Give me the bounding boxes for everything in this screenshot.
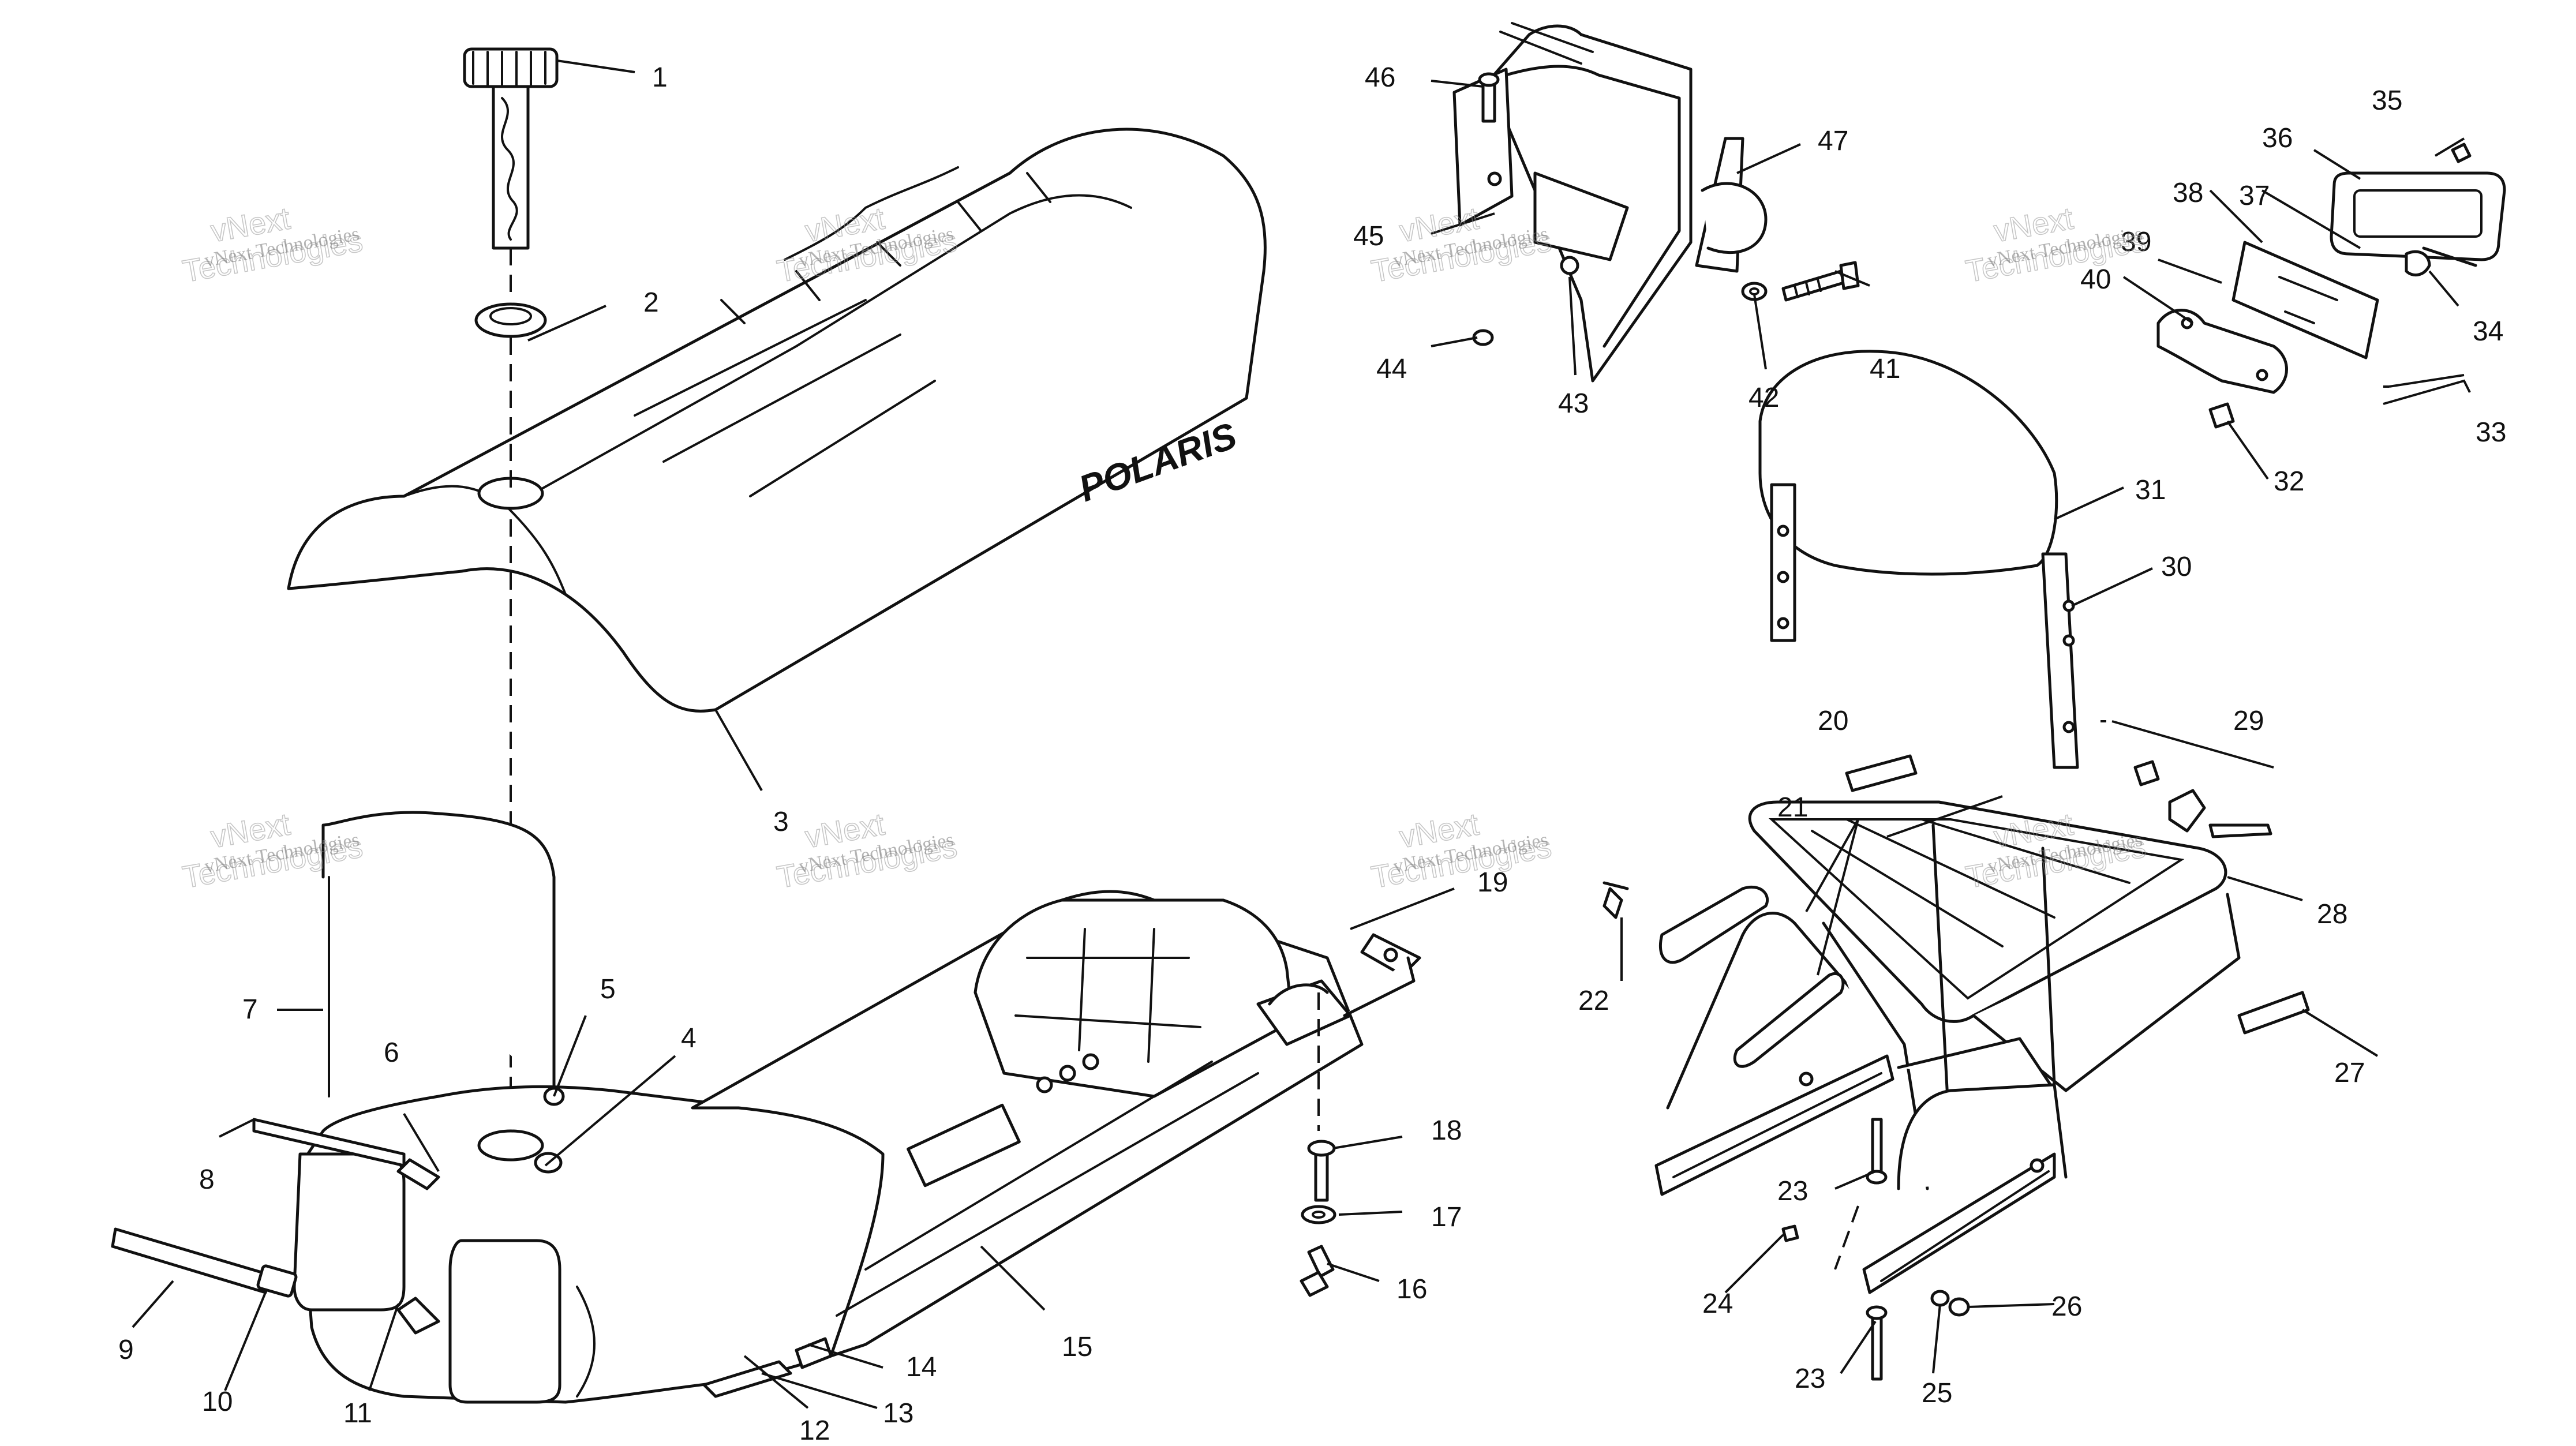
callout-41: 41 <box>1870 354 1900 384</box>
callout-11: 11 <box>343 1398 372 1429</box>
fuel-tank <box>293 1085 886 1404</box>
callout-35: 35 <box>2372 85 2402 116</box>
callout-28: 28 <box>2317 899 2347 930</box>
callout-19: 19 <box>1477 867 1508 898</box>
callout-5: 5 <box>600 974 616 1005</box>
callout-20: 20 <box>1818 706 1848 736</box>
fuel-hose <box>111 1227 298 1298</box>
screw-46 <box>1478 72 1500 123</box>
callout-32: 32 <box>2274 466 2304 497</box>
taillight-assembly <box>2156 143 2506 429</box>
callout-16: 16 <box>1396 1274 1427 1305</box>
grab-handles <box>1658 885 1845 1068</box>
callout-24: 24 <box>1702 1288 1733 1319</box>
seat: POLARIS <box>287 128 1267 713</box>
callout-36: 36 <box>2262 123 2293 153</box>
callout-33: 33 <box>2476 417 2506 448</box>
pushpin-22 <box>1602 881 1629 919</box>
callout-9: 9 <box>118 1335 134 1365</box>
callout-27: 27 <box>2334 1058 2365 1088</box>
callout-31: 31 <box>2135 475 2166 505</box>
rivet-23-lower <box>1866 1305 1888 1381</box>
callout-6: 6 <box>384 1037 399 1068</box>
callout-1: 1 <box>652 62 668 93</box>
callout-14: 14 <box>906 1352 937 1383</box>
callout-30: 30 <box>2161 552 2192 582</box>
callout-8: 8 <box>199 1164 215 1195</box>
mounting-bracket <box>1343 933 1421 1017</box>
nut-26 <box>1948 1297 1970 1317</box>
rivet-23-upper <box>1866 1118 1888 1185</box>
callout-29: 29 <box>2233 706 2264 736</box>
taillight-bracket <box>1452 22 1768 383</box>
fuel-cap <box>463 47 559 300</box>
callout-45: 45 <box>1353 221 1384 252</box>
callout-39: 39 <box>2121 227 2151 257</box>
callout-40: 40 <box>2080 264 2111 295</box>
leader-lines <box>132 59 2465 1409</box>
callout-labels: 1 2 3 4 5 6 7 8 9 10 11 12 13 14 15 16 1… <box>118 62 2506 1446</box>
callout-15: 15 <box>1062 1332 1092 1362</box>
callout-34: 34 <box>2473 316 2503 347</box>
callout-18: 18 <box>1431 1115 1462 1146</box>
callout-44: 44 <box>1376 354 1407 384</box>
callout-12: 12 <box>799 1415 830 1446</box>
decal-27 <box>2237 991 2310 1035</box>
callout-23b: 23 <box>1795 1363 1825 1394</box>
callout-7: 7 <box>242 994 258 1025</box>
bolt-16 <box>1300 1245 1335 1297</box>
decal-20 <box>1845 754 1918 792</box>
callout-42: 42 <box>1748 383 1779 413</box>
callout-3: 3 <box>773 807 789 837</box>
fastener-18 <box>1307 1140 1336 1202</box>
callout-2: 2 <box>643 287 659 318</box>
callout-46: 46 <box>1365 62 1395 93</box>
screw-24 <box>1781 1224 1799 1242</box>
callout-47: 47 <box>1818 126 1848 156</box>
callout-22: 22 <box>1578 986 1609 1016</box>
callout-23a: 23 <box>1777 1176 1808 1207</box>
bracket-33 <box>2383 379 2471 405</box>
washer-17 <box>1301 1205 1336 1224</box>
rear-rack <box>1654 800 2241 1294</box>
callout-4: 4 <box>681 1023 697 1054</box>
callout-38: 38 <box>2173 178 2203 208</box>
callout-37: 37 <box>2239 181 2270 211</box>
bolt-41 <box>1781 261 1860 302</box>
callout-17: 17 <box>1431 1202 1462 1233</box>
callout-43: 43 <box>1558 388 1589 419</box>
washer-25 <box>1930 1290 1950 1307</box>
callout-13: 13 <box>883 1398 913 1429</box>
callout-10: 10 <box>202 1387 233 1417</box>
fuel-line <box>321 811 556 1098</box>
backrest <box>1758 350 2079 769</box>
callout-26: 26 <box>2051 1291 2082 1322</box>
callout-21: 21 <box>1777 792 1808 823</box>
seat-base <box>691 890 1364 1398</box>
knob-29 <box>2133 760 2272 838</box>
callout-25: 25 <box>1922 1378 1952 1408</box>
vent-hose <box>252 1118 406 1167</box>
